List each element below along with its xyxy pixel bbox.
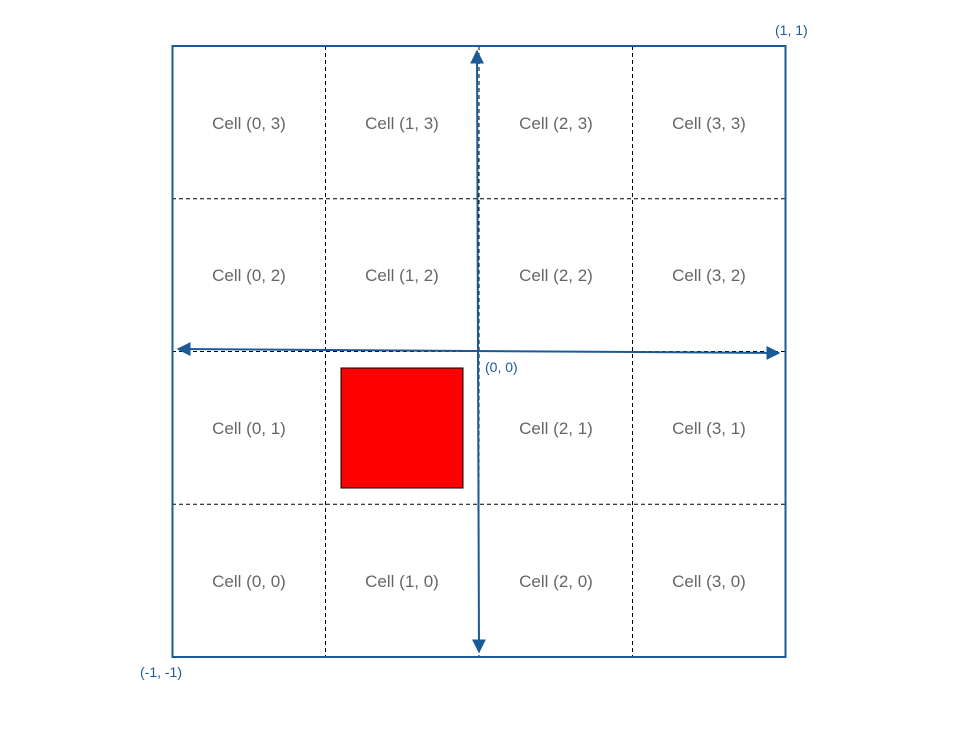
cell-label-2-2: Cell (2, 2) — [519, 266, 593, 285]
cell-label-3-3: Cell (3, 3) — [672, 114, 746, 133]
cell-label-2-0: Cell (2, 0) — [519, 572, 593, 591]
cell-label-2-3: Cell (2, 3) — [519, 114, 593, 133]
cell-label-1-2: Cell (1, 2) — [365, 266, 439, 285]
cell-label-1-0: Cell (1, 0) — [365, 572, 439, 591]
cell-label-1-3: Cell (1, 3) — [365, 114, 439, 133]
coord-label-origin: (0, 0) — [485, 359, 518, 375]
cell-label-2-1: Cell (2, 1) — [519, 419, 593, 438]
highlight-square — [340, 367, 464, 489]
cell-label-0-2: Cell (0, 2) — [212, 266, 286, 285]
cell-label-3-0: Cell (3, 0) — [672, 572, 746, 591]
grid-border — [171, 45, 787, 658]
cell-label-3-2: Cell (3, 2) — [672, 266, 746, 285]
coord-label-bottom-left: (-1, -1) — [140, 664, 182, 680]
cell-label-3-1: Cell (3, 1) — [672, 419, 746, 438]
cell-label-0-0: Cell (0, 0) — [212, 572, 286, 591]
coord-label-top-right: (1, 1) — [775, 22, 808, 38]
cell-label-0-1: Cell (0, 1) — [212, 419, 286, 438]
x-axis-arrow — [176, 342, 781, 360]
cell-label-0-3: Cell (0, 3) — [212, 114, 286, 133]
